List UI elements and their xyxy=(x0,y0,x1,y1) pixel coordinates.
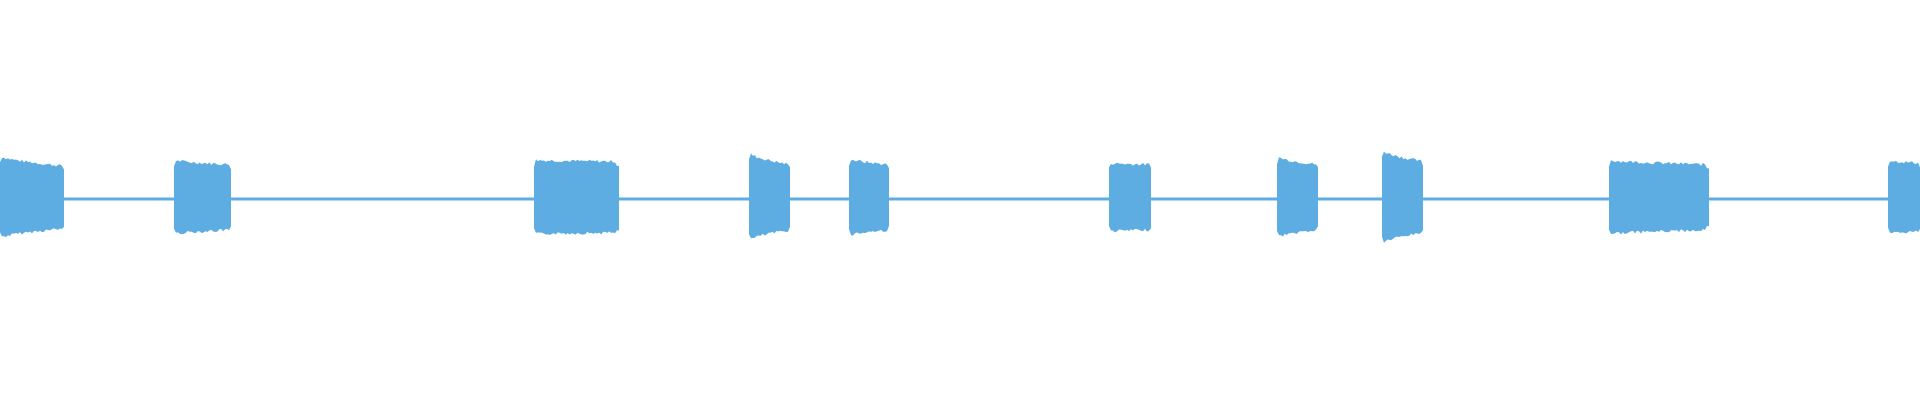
waveform-segment xyxy=(0,157,64,237)
waveform-segment xyxy=(749,153,790,239)
waveform-segment xyxy=(1109,162,1151,233)
waveform-layer xyxy=(0,151,1920,243)
waveform-segment xyxy=(1609,160,1709,235)
waveform-baseline xyxy=(0,197,1920,201)
waveform-segment xyxy=(1277,157,1318,237)
waveform-segment xyxy=(534,159,619,235)
waveform-segment xyxy=(1888,160,1920,234)
waveform-segment xyxy=(174,160,231,235)
waveform-segment xyxy=(849,159,889,236)
waveform-segment xyxy=(1382,151,1423,243)
